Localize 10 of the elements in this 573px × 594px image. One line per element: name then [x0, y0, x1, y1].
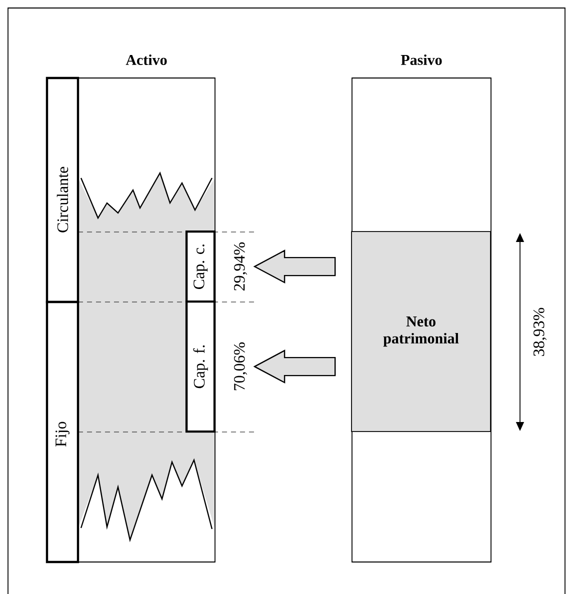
- node-label: Pasivo: [400, 54, 442, 66]
- capital-box: Cap. f.: [185, 300, 216, 433]
- node-label: Activo: [126, 54, 167, 66]
- percentage-label: 70,06%: [234, 342, 248, 390]
- equity-band: Neto patrimonial: [351, 231, 491, 432]
- percentage-label: 38,93%: [533, 308, 547, 356]
- label-bar: Fijo: [46, 300, 80, 564]
- capital-box: Cap. c.: [185, 230, 216, 303]
- label-bar: Circulante: [46, 76, 80, 304]
- percentage-label: 29,94%: [234, 242, 248, 290]
